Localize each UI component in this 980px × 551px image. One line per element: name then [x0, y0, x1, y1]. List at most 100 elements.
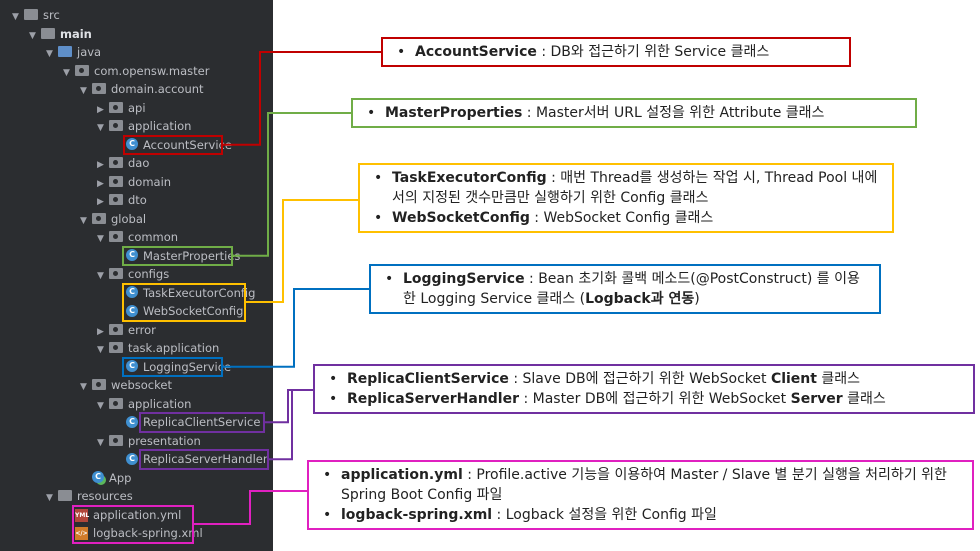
- chevron-right-icon[interactable]: ▶: [97, 104, 104, 115]
- tree-item-application[interactable]: ▼application: [95, 395, 191, 413]
- tree-item-label: common: [128, 230, 179, 244]
- xml-file-icon: </>: [75, 527, 88, 540]
- annotation-term: Client: [770, 371, 817, 387]
- chevron-down-icon[interactable]: ▼: [46, 493, 53, 503]
- tree-item-src[interactable]: ▼src: [10, 6, 60, 24]
- chevron-down-icon[interactable]: ▼: [80, 86, 87, 96]
- chevron-right-icon[interactable]: ▶: [97, 178, 104, 189]
- tree-item-label: global: [111, 211, 147, 226]
- annotation-text: : WebSocket Config 클래스: [529, 210, 714, 226]
- chevron-down-icon[interactable]: ▼: [46, 49, 53, 59]
- connector-line: [269, 390, 293, 461]
- chevron-down-icon[interactable]: ▼: [80, 215, 87, 226]
- tree-item-label: MasterProperties: [143, 248, 241, 263]
- chevron-down-icon[interactable]: ▼: [97, 271, 104, 281]
- tree-item-configs[interactable]: ▼ configs: [95, 265, 169, 283]
- annotation-text: : Bean 초기화 콜백 메소드(@PostConstruct) 를 이용한 …: [403, 271, 860, 307]
- package-icon: [109, 397, 123, 409]
- tree-item-dto[interactable]: ▶dto: [95, 191, 147, 209]
- tree-item-presentation[interactable]: ▼ presentation: [95, 432, 201, 450]
- connector-line: [194, 490, 307, 525]
- highlight-box: [139, 449, 269, 470]
- tree-item-application[interactable]: ▼application: [95, 117, 191, 135]
- chevron-right-icon[interactable]: ▶: [97, 197, 104, 207]
- tree-item-label: configs: [128, 267, 170, 281]
- annotation-list: ReplicaClientService : Slave DB에 접근하기 위한…: [325, 369, 965, 409]
- tree-item-common[interactable]: ▼ common: [95, 228, 178, 246]
- connector-line: [233, 112, 351, 257]
- tree-item-task-application[interactable]: ▼ task.application: [95, 339, 219, 357]
- annotation-text: : Master서버 URL 설정을 위한 Attribute 클래스: [522, 105, 825, 121]
- yaml-file-icon: YML: [75, 508, 89, 522]
- folder-icon: [24, 9, 38, 20]
- annotation-item: WebSocketConfig : WebSocket Config 클래스: [370, 208, 884, 228]
- tree-item-domain-account[interactable]: ▼domain.account: [78, 80, 204, 98]
- annotation-list: application.yml : Profile.active 기능을 이용하…: [319, 465, 964, 525]
- chevron-down-icon[interactable]: ▼: [80, 382, 87, 392]
- tree-item-label: dao: [128, 156, 150, 170]
- chevron-down-icon[interactable]: ▼: [97, 400, 104, 411]
- annotation-term: WebSocketConfig: [392, 210, 530, 226]
- folder-icon: [58, 490, 72, 501]
- class-icon: C: [126, 304, 138, 317]
- tree-item-main[interactable]: ▼main: [27, 25, 92, 43]
- tree-item-label: resources: [77, 489, 133, 503]
- tree-item-label: com.opensw.master: [94, 63, 210, 78]
- chevron-down-icon[interactable]: ▼: [12, 12, 19, 22]
- tree-item-error[interactable]: ▶error: [95, 321, 156, 339]
- tree-item-dao[interactable]: ▶ dao: [95, 154, 149, 172]
- tree-item-label: api: [128, 100, 146, 115]
- folder-icon: [41, 27, 55, 39]
- package-icon: [92, 212, 106, 224]
- tree-item-api[interactable]: ▶ api: [95, 99, 146, 117]
- tree-item-java[interactable]: ▼ java: [44, 43, 101, 61]
- chevron-down-icon[interactable]: ▼: [97, 234, 104, 244]
- chevron-down-icon[interactable]: ▼: [29, 30, 36, 41]
- highlight-box: [72, 504, 194, 544]
- tree-item-global[interactable]: ▼ global: [78, 210, 146, 228]
- annotation-term: LoggingService: [403, 271, 525, 287]
- annotation-list: MasterProperties : Master서버 URL 설정을 위한 A…: [363, 103, 907, 123]
- annotation-text: : Slave DB에 접근하기 위한 WebSocket: [508, 371, 771, 387]
- tree-item-com-opensw-master[interactable]: ▼ com.opensw.master: [61, 62, 209, 80]
- annotation-resources: application.yml : Profile.active 기능을 이용하…: [307, 460, 974, 530]
- chevron-right-icon[interactable]: ▶: [97, 160, 104, 170]
- tree-item-label: ReplicaServerHandler: [143, 452, 268, 466]
- tree-item-domain[interactable]: ▶domain: [95, 173, 171, 191]
- chevron-right-icon[interactable]: ▶: [97, 326, 104, 337]
- chevron-down-icon[interactable]: ▼: [97, 123, 104, 133]
- class-icon: C: [126, 360, 138, 372]
- package-icon: [109, 120, 123, 131]
- annotation-text: 클래스: [842, 391, 886, 407]
- source-folder-icon: [58, 46, 72, 57]
- highlight-box: [123, 134, 223, 155]
- tree-item-label: ReplicaClientService: [143, 415, 261, 429]
- package-icon: [109, 268, 123, 279]
- package-icon: [109, 157, 123, 168]
- package-icon: [92, 379, 106, 390]
- tree-item-logback-spring-xml[interactable]: ▶</>logback-spring.xml: [61, 524, 203, 542]
- chevron-down-icon[interactable]: ▼: [97, 437, 104, 448]
- chevron-down-icon[interactable]: ▼: [63, 67, 70, 78]
- tree-item-label: java: [77, 45, 102, 59]
- annotation-replica: ReplicaClientService : Slave DB에 접근하기 위한…: [313, 364, 975, 414]
- chevron-down-icon[interactable]: ▼: [97, 345, 104, 355]
- annotation-list: LoggingService : Bean 초기화 콜백 메소드(@PostCo…: [381, 269, 871, 309]
- tree-item-websocket[interactable]: ▼websocket: [78, 376, 172, 394]
- annotation-item: logback-spring.xml : Logback 설정을 위한 Conf…: [319, 505, 964, 525]
- tree-item-label: presentation: [128, 433, 201, 448]
- annotation-text: : 매번 Thread를 생성하는 작업 시, Thread Pool 내에서의…: [392, 170, 878, 206]
- annotation-term: logback-spring.xml: [341, 507, 493, 523]
- tree-item-label: task.application: [128, 341, 220, 355]
- tree-item-resources[interactable]: ▼ resources: [44, 487, 133, 505]
